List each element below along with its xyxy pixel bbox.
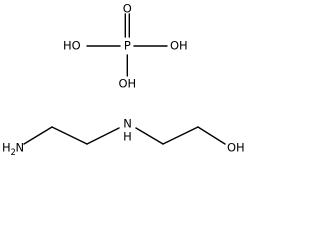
atom-oh-terminal: OH: [227, 141, 245, 155]
atom-h2n-n: N: [16, 141, 25, 155]
atom-h2n-h: H: [2, 141, 11, 155]
atom-h2n: H 2 N: [2, 141, 24, 157]
aminoethylaminoethanol-molecule: H 2 N N H OH: [2, 117, 245, 157]
atom-nh: N H: [123, 117, 132, 144]
chain-bond-3: [86, 127, 120, 145]
atom-nh-h: H: [123, 130, 132, 144]
atom-oh-bottom: OH: [118, 77, 136, 91]
atom-p: P: [124, 39, 131, 53]
chain-bond-5: [162, 126, 199, 145]
atom-o-top: O: [123, 2, 132, 16]
chain-bond-1: [23, 126, 53, 145]
chain-bond-6: [197, 126, 226, 145]
atom-nh-n: N: [123, 117, 132, 131]
atom-oh-left: HO: [63, 39, 81, 53]
chain-bond-2: [51, 126, 88, 145]
atom-oh-right: OH: [170, 39, 188, 53]
chain-bond-4: [135, 127, 164, 145]
phosphoric-acid-molecule: O P HO OH OH: [63, 2, 188, 91]
chemical-structure-diagram: O P HO OH OH H 2 N N H OH: [2, 2, 245, 157]
atom-h2n-subscript: 2: [11, 148, 16, 156]
